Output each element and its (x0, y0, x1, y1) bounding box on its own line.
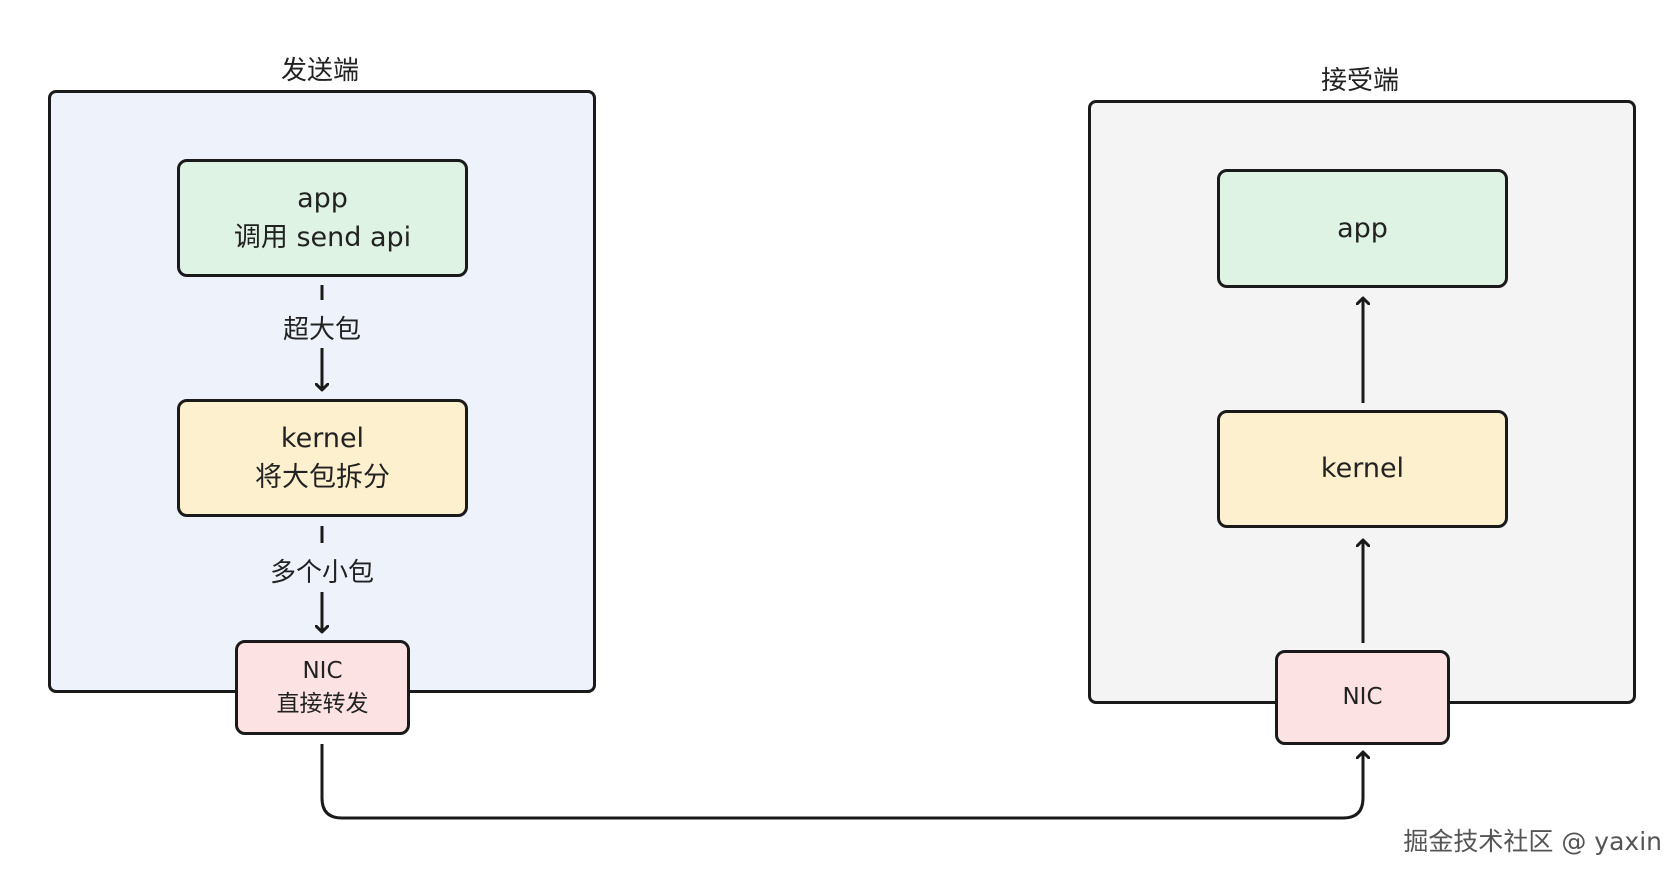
receiver-nic-node: NIC (1275, 650, 1450, 745)
sender-app-desc: 调用 send api (233, 222, 412, 253)
network-link-edge (320, 744, 1363, 820)
receiver-app-node: app (1217, 169, 1508, 288)
receiver-kernel-name: kernel (1320, 453, 1405, 485)
sender-app-name: app (297, 182, 348, 214)
receiver-nic-name: NIC (1342, 684, 1383, 711)
sender-nic-desc: 直接转发 (276, 690, 369, 717)
sender-app-node: app 调用 send api (177, 159, 468, 277)
sender-kernel-name: kernel (280, 422, 365, 454)
sender-title: 发送端 (280, 56, 359, 86)
edge-label-oversized-packet: 超大包 (262, 309, 382, 346)
receiver-title: 接受端 (1320, 66, 1399, 96)
edge-label-small-packets: 多个小包 (256, 552, 388, 589)
receiver-kernel-node: kernel (1217, 410, 1508, 528)
receiver-app-name: app (1337, 212, 1388, 244)
sender-nic-name: NIC (302, 658, 343, 685)
sender-kernel-desc: 将大包拆分 (255, 462, 390, 493)
watermark: 掘金技术社区 @ yaxin (1403, 827, 1662, 856)
sender-nic-node: NIC 直接转发 (235, 640, 410, 735)
sender-kernel-node: kernel 将大包拆分 (177, 399, 468, 517)
